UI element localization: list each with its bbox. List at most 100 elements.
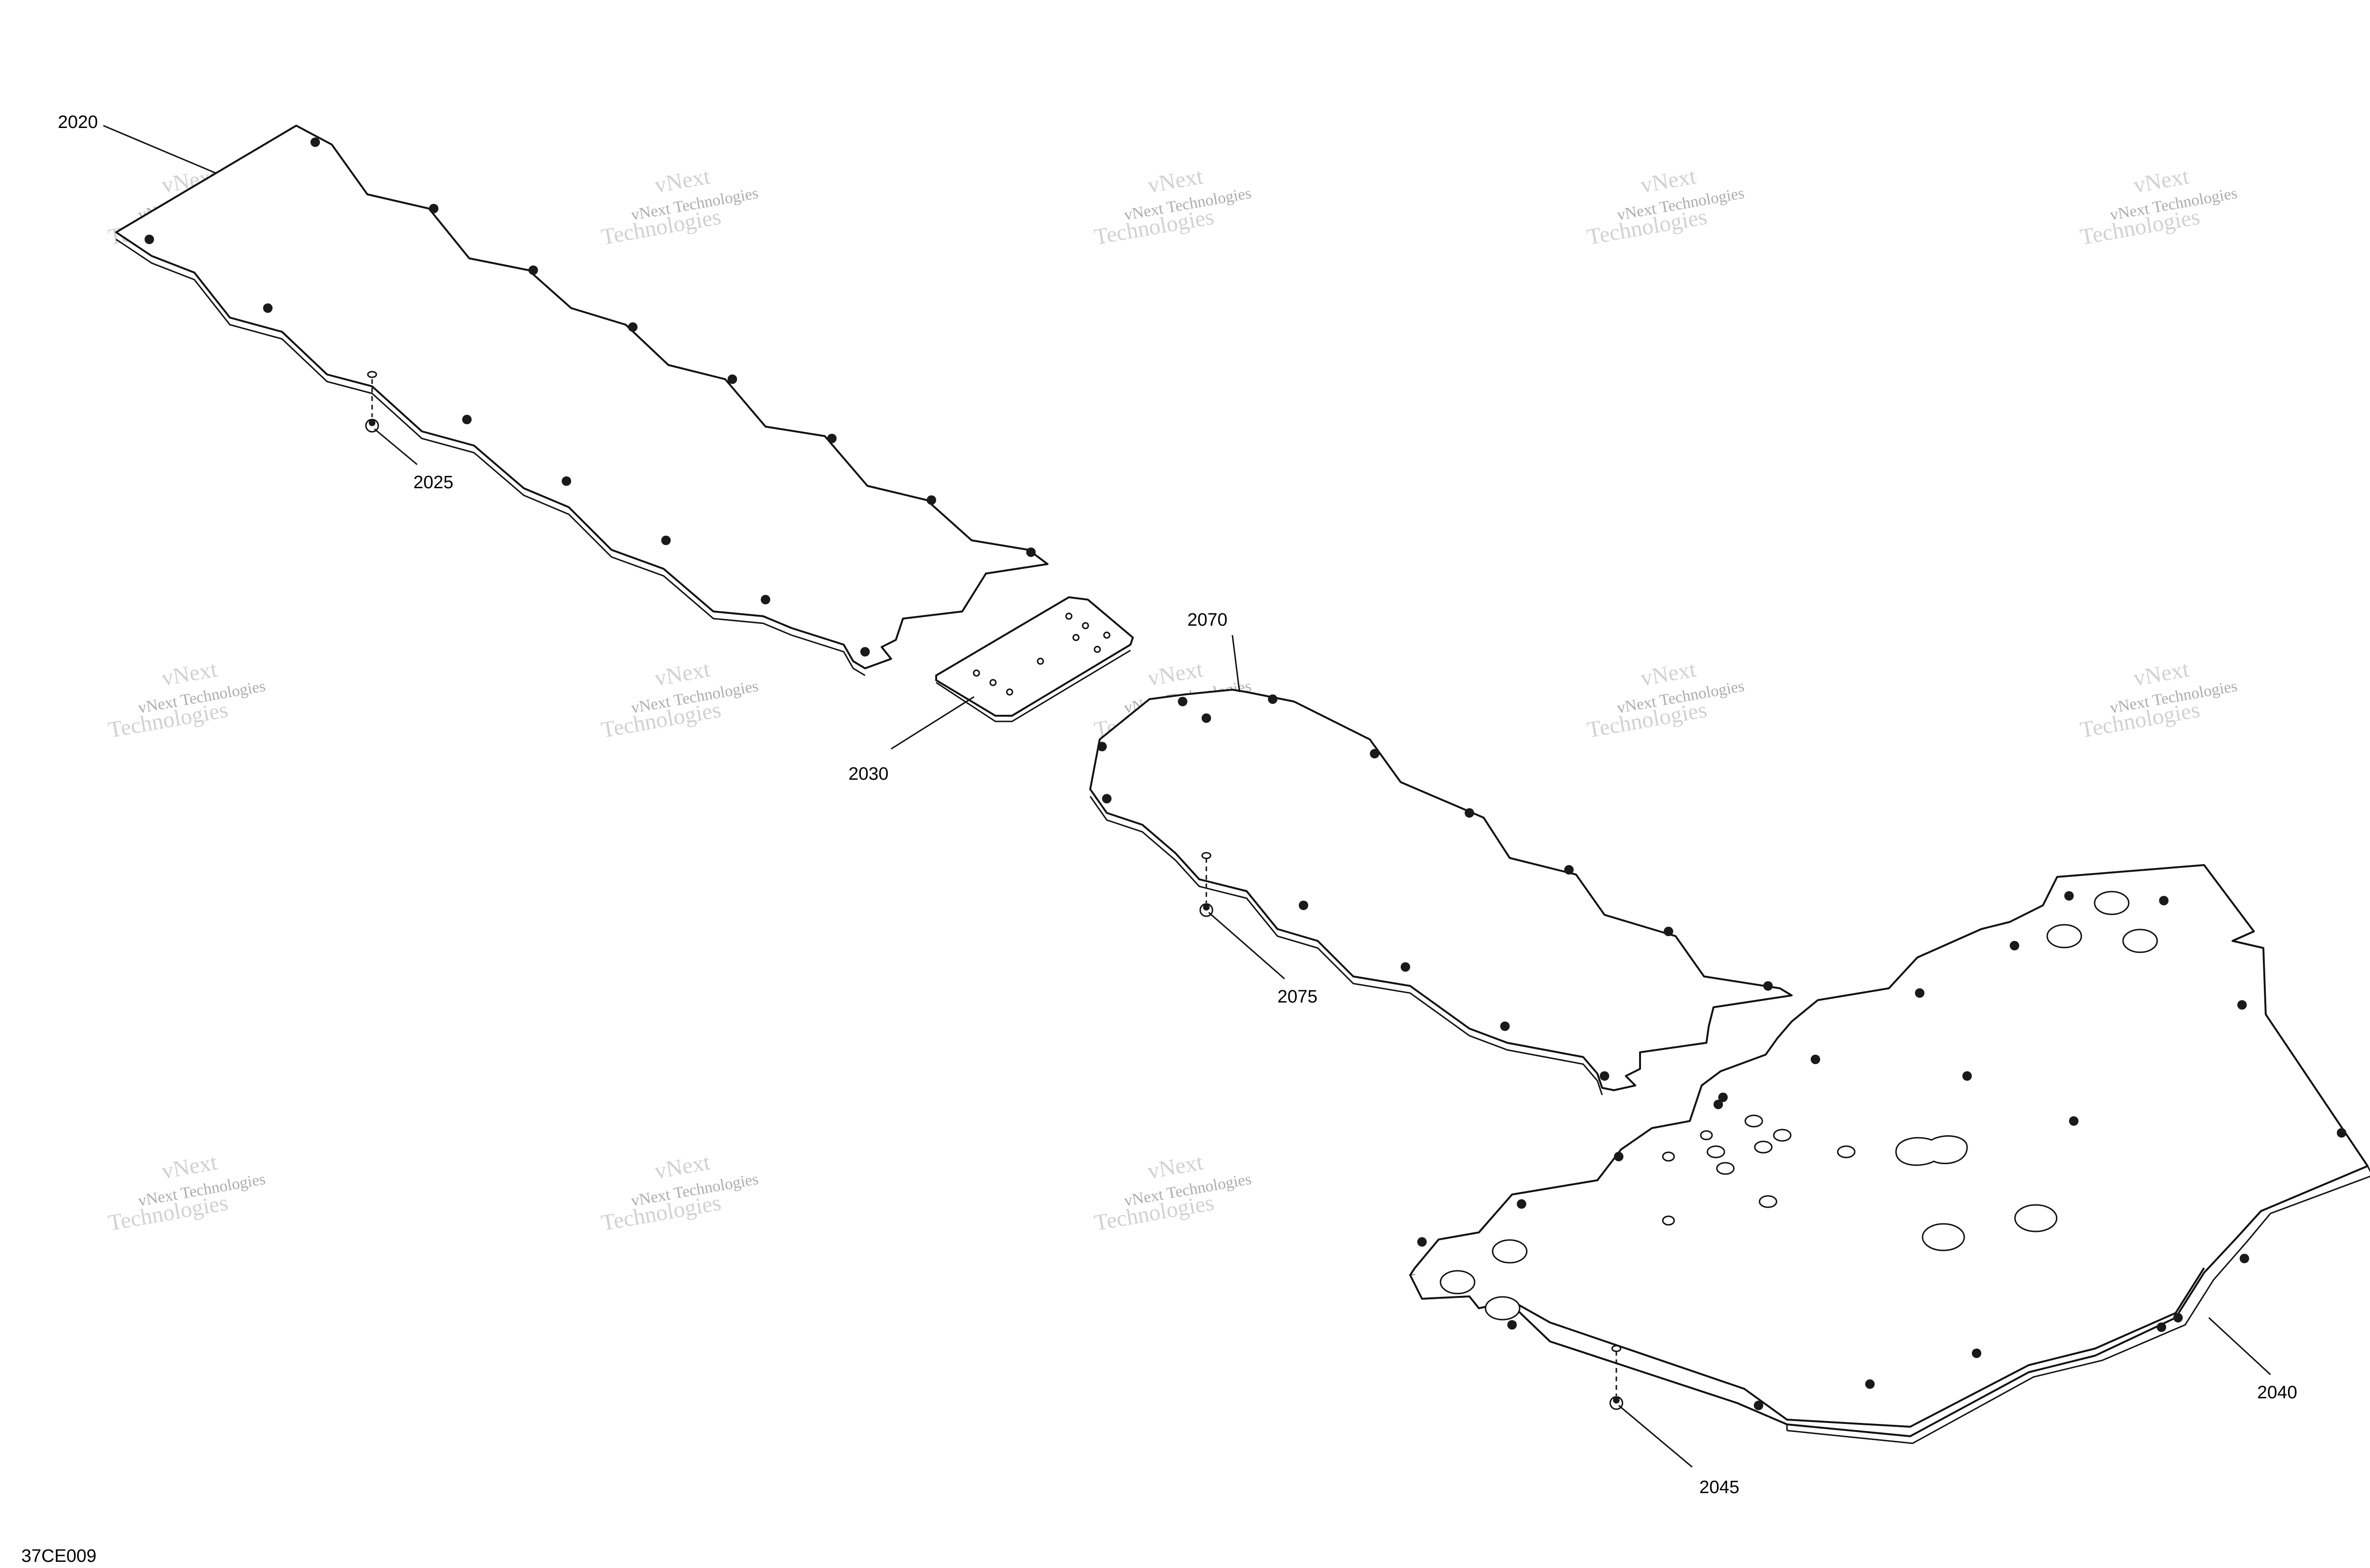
watermark-overlay: vNext — [160, 1149, 219, 1184]
plate-hole — [1440, 1270, 1476, 1295]
plate-hole — [1700, 1130, 1713, 1140]
plate-hole — [989, 679, 997, 686]
fastener-nut — [860, 647, 870, 656]
fastener-nut — [2157, 1322, 2166, 1332]
fastener-nut — [310, 137, 320, 147]
fastener-nut — [728, 374, 737, 384]
fastener-nut — [562, 476, 571, 486]
fastener-nut — [628, 322, 638, 332]
figure-id: 37CE009 — [21, 1546, 96, 1566]
fastener-nut — [1600, 1071, 1609, 1081]
fastener-nut — [1811, 1055, 1820, 1064]
part-2030-holes — [973, 612, 1111, 696]
part-2040-holes — [1440, 891, 2158, 1321]
part-2070-panel[interactable] — [1089, 689, 1793, 1095]
watermark-overlay: vNext — [653, 656, 712, 691]
fastener-nut — [1972, 1349, 1981, 1358]
callout-2040: 2040 — [2257, 1383, 2297, 1403]
plate-hole — [1706, 1145, 1725, 1158]
plate-hole — [2094, 891, 2130, 915]
plate-hole — [1773, 1129, 1792, 1142]
plate-hole — [1662, 1215, 1675, 1226]
fastener-nut — [2069, 1116, 2078, 1126]
plate-hole — [1744, 1114, 1763, 1128]
fastener-nut — [1465, 808, 1474, 818]
watermark-overlay: vNext — [2132, 656, 2191, 691]
fastener-nut — [529, 265, 538, 275]
fastener-nut — [1500, 1021, 1510, 1031]
fastener-nut — [1664, 927, 1673, 936]
leader-2030 — [891, 696, 975, 750]
fastener-nut — [1202, 713, 1211, 723]
fastener-nut — [1614, 1152, 1623, 1161]
watermark-overlay: vNext — [1639, 656, 1698, 691]
fastener-nut — [2240, 1254, 2249, 1263]
part-2040-fasteners — [1417, 891, 2346, 1410]
watermark-overlay: vNext — [653, 1149, 712, 1184]
watermark-overlay: vNext — [1146, 164, 1205, 198]
plate-cutout — [1895, 1135, 1968, 1166]
watermark-overlay: vNext — [160, 656, 219, 691]
plate-hole — [1759, 1195, 1778, 1208]
watermark-overlay: vNext — [2132, 164, 2191, 198]
plate-hole — [1716, 1162, 1735, 1175]
fastener-nut — [2237, 1000, 2247, 1010]
plate-hole — [1037, 657, 1044, 665]
fastener-nut — [2010, 941, 2019, 950]
fastener-nut — [1299, 901, 1308, 910]
fastener-nut — [1865, 1379, 1875, 1389]
fastener-nut — [661, 536, 671, 545]
fastener-nut — [1763, 981, 1773, 991]
fastener-nut — [1417, 1237, 1427, 1247]
fastener-nut — [1714, 1100, 1723, 1109]
leader-2040 — [2208, 1317, 2271, 1376]
leader-2070 — [1231, 635, 1240, 693]
plate-hole — [2122, 929, 2158, 953]
watermark-overlay: vNext — [1146, 1149, 1205, 1184]
plate-hole — [1492, 1239, 1528, 1264]
fastener-nut — [2159, 896, 2169, 905]
callout-2030: 2030 — [848, 764, 889, 784]
fastener-nut — [462, 415, 472, 424]
callout-2020: 2020 — [58, 112, 98, 132]
fastener-nut — [1564, 865, 1574, 875]
leader-lines — [103, 125, 2271, 1468]
callout-2075: 2075 — [1277, 987, 1318, 1007]
leader-2025 — [374, 428, 418, 465]
fastener-nut — [1097, 742, 1107, 751]
fastener-nut — [1178, 697, 1187, 706]
fastener-nut — [145, 235, 154, 244]
fastener-nut — [1026, 547, 1036, 557]
plate-hole — [1072, 634, 1080, 641]
plate-hole — [1837, 1145, 1856, 1158]
plate-hole — [973, 669, 980, 677]
part-2040-base-plate[interactable] — [1409, 864, 2370, 1444]
plate-hole — [1006, 688, 1013, 696]
fastener-nut — [263, 303, 273, 313]
plate-hole — [1662, 1151, 1675, 1162]
fastener-nut — [2064, 891, 2074, 901]
fastener-nut — [1102, 794, 1112, 803]
fastener-nut — [1962, 1071, 1972, 1081]
fastener-nut — [1507, 1320, 1517, 1330]
fastener-nut — [761, 595, 770, 604]
plate-hole — [1094, 646, 1101, 653]
fastener-nut — [1268, 694, 1277, 704]
fastener-nut — [827, 434, 837, 443]
watermark-overlay: vNext — [1639, 164, 1698, 198]
callout-2025: 2025 — [413, 473, 454, 492]
callout-2070: 2070 — [1187, 610, 1228, 630]
callout-2045: 2045 — [1699, 1477, 1740, 1497]
plate-hole — [1922, 1223, 1965, 1251]
part-2020-panel[interactable] — [115, 125, 1048, 676]
fastener-nut — [2337, 1128, 2346, 1138]
